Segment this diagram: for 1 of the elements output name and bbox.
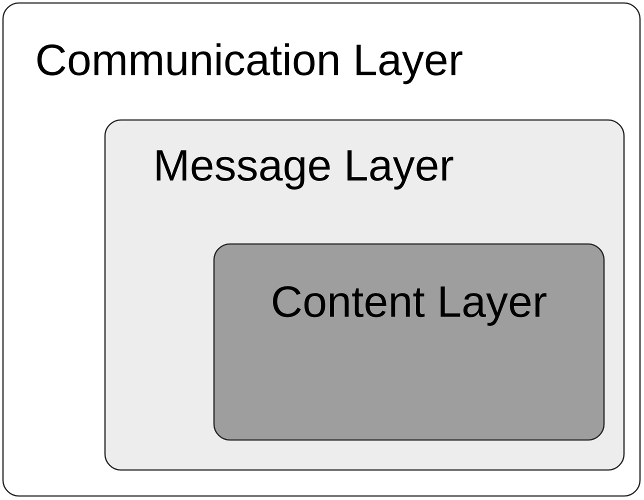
layer-box: Content Layer	[213, 243, 605, 441]
